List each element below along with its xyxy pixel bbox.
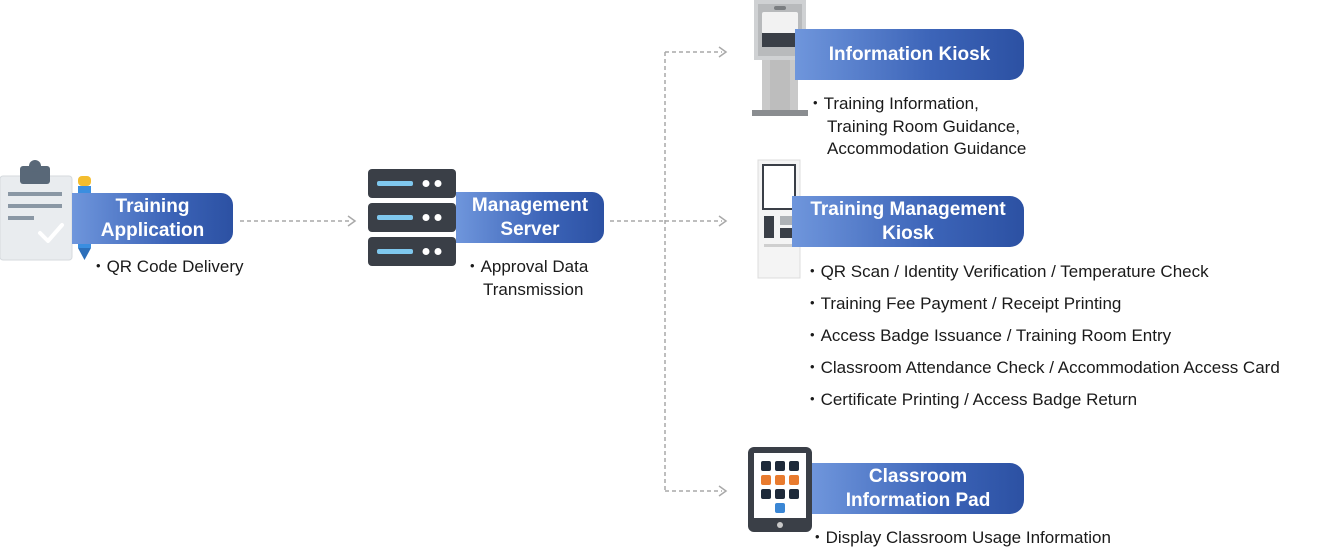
information-kiosk-title: Information Kiosk bbox=[828, 43, 991, 65]
training-management-kiosk-title-line2: Kiosk bbox=[882, 222, 934, 244]
training-management-kiosk-title-line1: Training Management bbox=[810, 198, 1006, 220]
note-text: Certificate Printing / Access Badge Retu… bbox=[820, 390, 1138, 409]
classroom-information-pad-note: Display Classroom Usage Information bbox=[825, 528, 1111, 547]
management-server-note-line2: Transmission bbox=[483, 280, 584, 299]
bullet: • bbox=[813, 95, 818, 110]
training-management-kiosk-label: Training Management Kiosk bbox=[792, 196, 1024, 247]
classroom-information-pad-notes: • Display Classroom Usage Information bbox=[815, 527, 1111, 550]
list-item: • Certificate Printing / Access Badge Ret… bbox=[810, 384, 1280, 416]
bullet: • bbox=[810, 295, 815, 310]
classroom-information-pad-label: Classroom Information Pad bbox=[812, 463, 1024, 514]
arrowhead-information-pad bbox=[718, 485, 728, 497]
management-server-notes: • Approval Data Transmission bbox=[470, 256, 588, 301]
arrowhead-information-kiosk bbox=[718, 46, 728, 58]
bullet: • bbox=[470, 258, 475, 273]
information-kiosk-note-line2: Training Room Guidance, bbox=[827, 117, 1021, 136]
note-text: Classroom Attendance Check / Accommodati… bbox=[820, 358, 1280, 377]
list-item: • Access Badge Issuance / Training Room E… bbox=[810, 320, 1280, 352]
training-application-notes: • QR Code Delivery bbox=[96, 256, 244, 279]
management-server-title-line1: Management bbox=[471, 194, 589, 216]
bullet: • bbox=[810, 391, 815, 406]
classroom-information-pad-title-line2: Information Pad bbox=[845, 489, 991, 511]
bullet: • bbox=[810, 327, 815, 342]
information-kiosk-note-line1: Training Information, bbox=[823, 94, 979, 113]
training-application-title-line2: Application bbox=[100, 219, 205, 241]
training-application-title-line1: Training bbox=[115, 195, 190, 217]
bullet: • bbox=[810, 359, 815, 374]
note-text: QR Scan / Identity Verification / Temper… bbox=[820, 262, 1209, 281]
training-application-note: QR Code Delivery bbox=[106, 257, 244, 276]
training-management-kiosk-notes: • QR Scan / Identity Verification / Tempe… bbox=[810, 256, 1280, 416]
arrowhead-management-kiosk bbox=[718, 215, 728, 227]
training-application-label: Training Application bbox=[72, 193, 233, 244]
management-server-note-line1: Approval Data bbox=[480, 257, 589, 276]
bullet: • bbox=[815, 529, 820, 544]
management-server-label: Management Server bbox=[456, 192, 604, 243]
information-kiosk-label: Information Kiosk bbox=[795, 29, 1024, 80]
information-kiosk-note-line3: Accommodation Guidance bbox=[827, 139, 1027, 158]
note-text: Training Fee Payment / Receipt Printing bbox=[820, 294, 1122, 313]
management-server-title-line2: Server bbox=[500, 218, 560, 240]
information-kiosk-notes: • Training Information, Training Room Gui… bbox=[813, 93, 1026, 160]
list-item: • QR Scan / Identity Verification / Tempe… bbox=[810, 256, 1280, 288]
note-text: Access Badge Issuance / Training Room En… bbox=[820, 326, 1172, 345]
bullet: • bbox=[96, 258, 101, 273]
classroom-information-pad-title-line1: Classroom bbox=[868, 465, 968, 487]
arrowhead-server bbox=[347, 215, 357, 227]
bullet: • bbox=[810, 263, 815, 278]
list-item: • Classroom Attendance Check / Accommodat… bbox=[810, 352, 1280, 384]
list-item: • Training Fee Payment / Receipt Printing bbox=[810, 288, 1280, 320]
